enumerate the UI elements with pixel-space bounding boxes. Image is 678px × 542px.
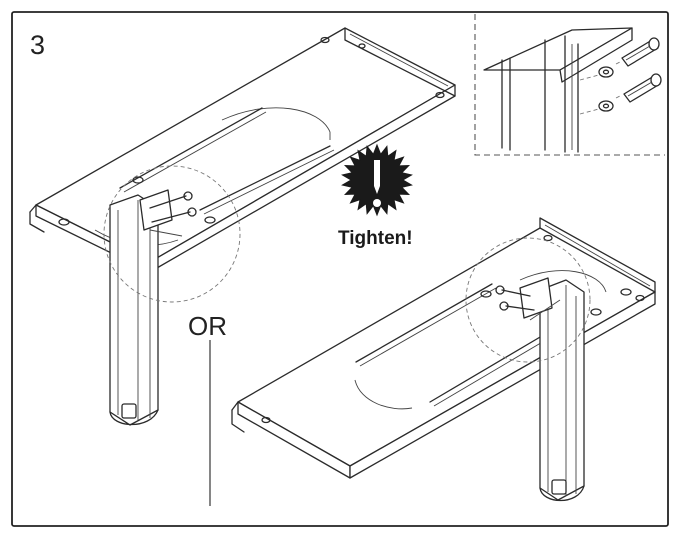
bottom-bracket-assembly — [231, 217, 656, 501]
top-bracket-assembly — [29, 27, 456, 426]
diagram-frame — [11, 11, 669, 527]
exclamation-starburst-icon — [341, 143, 413, 217]
bolt-detail-inset — [474, 14, 665, 156]
tighten-label: Tighten! — [338, 228, 413, 249]
step-number: 3 — [30, 30, 46, 60]
or-label: OR — [188, 311, 227, 341]
